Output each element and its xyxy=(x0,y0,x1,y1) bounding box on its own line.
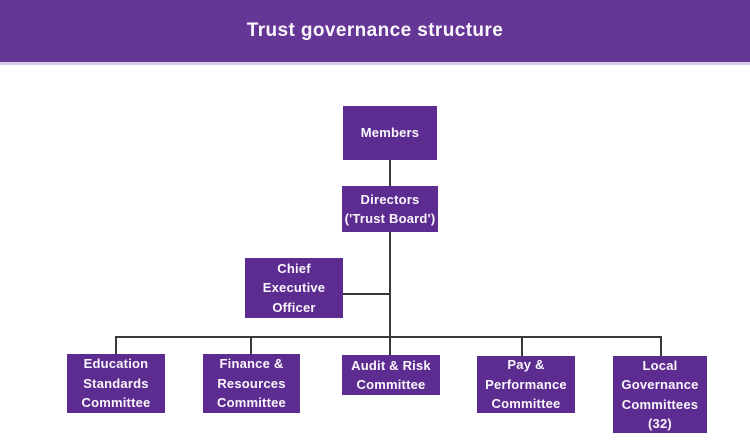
org-node-chief-executive-officer: Chief Executive Officer xyxy=(245,258,343,318)
connector-ceo-branch xyxy=(343,293,390,295)
org-node-directors: Directors ('Trust Board') xyxy=(342,186,438,232)
org-node-ceo-label: Chief Executive Officer xyxy=(262,260,326,315)
connector-committees-bar xyxy=(115,336,661,338)
header-accent-strip xyxy=(0,62,750,65)
org-node-members-label: Members xyxy=(360,125,420,141)
connector-drop-finance xyxy=(250,336,252,354)
org-node-audit-label: Audit & Risk Committee xyxy=(351,357,431,393)
header-banner: Trust governance structure xyxy=(0,0,750,62)
org-node-education-standards-committee: Education Standards Committee xyxy=(67,354,165,413)
connector-drop-education xyxy=(115,336,117,354)
org-node-finance-label: Finance & Resources Committee xyxy=(217,356,286,411)
org-node-pay-label: Pay & Performance Committee xyxy=(485,357,567,412)
org-node-audit-risk-committee: Audit & Risk Committee xyxy=(342,355,440,395)
org-node-directors-label: Directors ('Trust Board') xyxy=(344,191,436,227)
connector-drop-local xyxy=(660,336,662,356)
org-node-local-label: Local Governance Committees (32) xyxy=(621,357,699,432)
org-node-finance-resources-committee: Finance & Resources Committee xyxy=(203,354,300,413)
org-node-pay-performance-committee: Pay & Performance Committee xyxy=(477,356,575,413)
page-title: Trust governance structure xyxy=(246,20,504,41)
connector-members-to-directors xyxy=(389,160,391,186)
connector-drop-pay xyxy=(521,336,523,356)
org-node-local-governance-committees: Local Governance Committees (32) xyxy=(613,356,707,433)
org-node-members: Members xyxy=(343,106,437,160)
org-node-education-label: Education Standards Committee xyxy=(81,356,151,411)
